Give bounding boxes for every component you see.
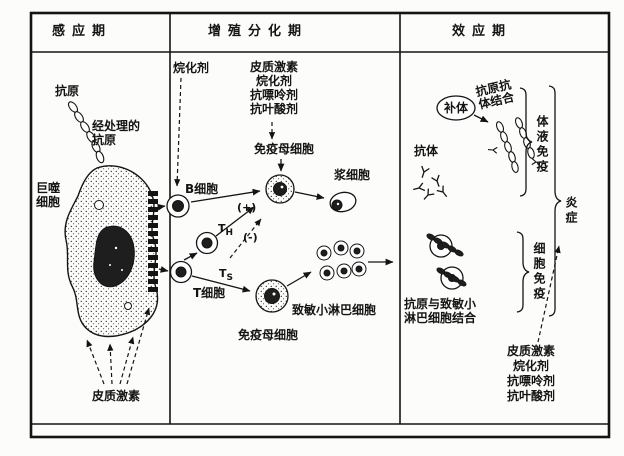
plasma-cell-drawing <box>329 191 357 213</box>
minus-label: (-) <box>243 231 258 244</box>
tcell-to-immunoblast2-arrow <box>191 275 251 293</box>
b-cell-label: B细胞 <box>185 182 219 196</box>
t-helper-main: T <box>218 222 226 235</box>
antigen-antibody-chains-drawing <box>487 117 542 173</box>
plasma-cell-label: 浆细胞 <box>334 168 371 182</box>
phase1-header: 感应期 <box>52 24 113 39</box>
macrophage-drawing <box>64 165 159 338</box>
b-cell-drawing <box>166 194 190 218</box>
phase2-header: 增殖分化期 <box>208 24 309 39</box>
phase3-header: 效应期 <box>452 24 513 39</box>
t-suppressor-label: TS <box>219 256 233 284</box>
t-suppressor-main: T <box>219 267 227 280</box>
inhibitor-list-top: 皮质激素 烷化剂 抗嘌呤剂 抗叶酸剂 <box>249 60 298 116</box>
help-arrow <box>215 206 255 237</box>
alkylating-agent-label: 烷化剂 <box>173 61 210 75</box>
antibody-label: 抗体 <box>414 144 439 158</box>
grouping-braces <box>516 85 562 317</box>
immunoblast-top-drawing <box>265 174 295 204</box>
macrophage-label: 巨噬 细胞 <box>36 181 61 209</box>
t-cell-drawing <box>169 260 193 284</box>
t-cell-label: T细胞 <box>193 286 226 300</box>
t-helper-label: TH <box>218 211 233 239</box>
immunoblast-to-plasma-arrow <box>294 191 325 200</box>
processed-antigen-label: 经处理的 抗原 <box>92 119 141 147</box>
complement-to-chain-arrow <box>473 114 489 123</box>
antigen-chain-drawing <box>67 101 105 164</box>
macrophage-nucleus <box>93 225 135 288</box>
antigen-label: 抗原 <box>55 84 80 98</box>
humoral-brace <box>519 87 533 197</box>
immunoblast-bottom-label: 免疫母细胞 <box>238 328 299 342</box>
inhibitor-list-bottom: 皮质激素 烷化剂 抗嘌呤剂 抗叶酸剂 <box>506 344 555 403</box>
inflammation-brace <box>548 85 562 317</box>
bcell-to-immunoblast-arrow <box>190 188 261 203</box>
processed-antigen-ladder <box>148 191 158 292</box>
antigen-sensitized-binding-label: 抗原与致敏小 淋巴细胞结合 <box>404 297 477 325</box>
cellular-brace <box>516 231 530 313</box>
sensitized-lymphocytes-label: 致敏小淋巴细胞 <box>292 303 377 317</box>
corticosteroid-label: 皮质激素 <box>92 389 141 403</box>
cellular-immunity-label: 细胞免疫 <box>532 242 546 302</box>
t-helper-sub: H <box>225 228 234 239</box>
antibody-glyphs-drawing <box>413 165 448 200</box>
inhibitor-arrows-middle <box>174 77 276 259</box>
t-suppressor-sub: S <box>226 273 233 284</box>
t-helper-cell-drawing <box>195 231 219 255</box>
humoral-immunity-label: 体液免疫 <box>535 115 549 175</box>
tcell-to-thelper-arrow <box>183 252 198 261</box>
sensitized-lymphocytes-drawing <box>316 240 367 281</box>
complement-ellipse <box>436 95 476 121</box>
cell-mediated-binding-drawing <box>426 233 467 290</box>
immunoblast-top-label: 免疫母细胞 <box>254 142 315 156</box>
inhibitor-to-inflammation-arrow <box>537 245 561 343</box>
immunoblast-bottom-drawing <box>255 279 289 313</box>
plus-label: (+) <box>237 201 257 214</box>
macrophage-to-bcell-arrow <box>157 203 166 211</box>
alkylating-arrow <box>174 77 182 187</box>
inflammation-label: 炎症 <box>564 196 578 226</box>
macrophage-to-tcell-arrow <box>158 266 169 273</box>
suppression-arrow <box>229 218 262 259</box>
complement-label: 补体 <box>444 101 469 115</box>
corticosteroid-arrows <box>86 307 151 385</box>
immunoblast2-to-cluster-arrow <box>286 271 312 287</box>
differentiation-arrows <box>157 114 489 293</box>
diagram-frame <box>29 11 611 439</box>
